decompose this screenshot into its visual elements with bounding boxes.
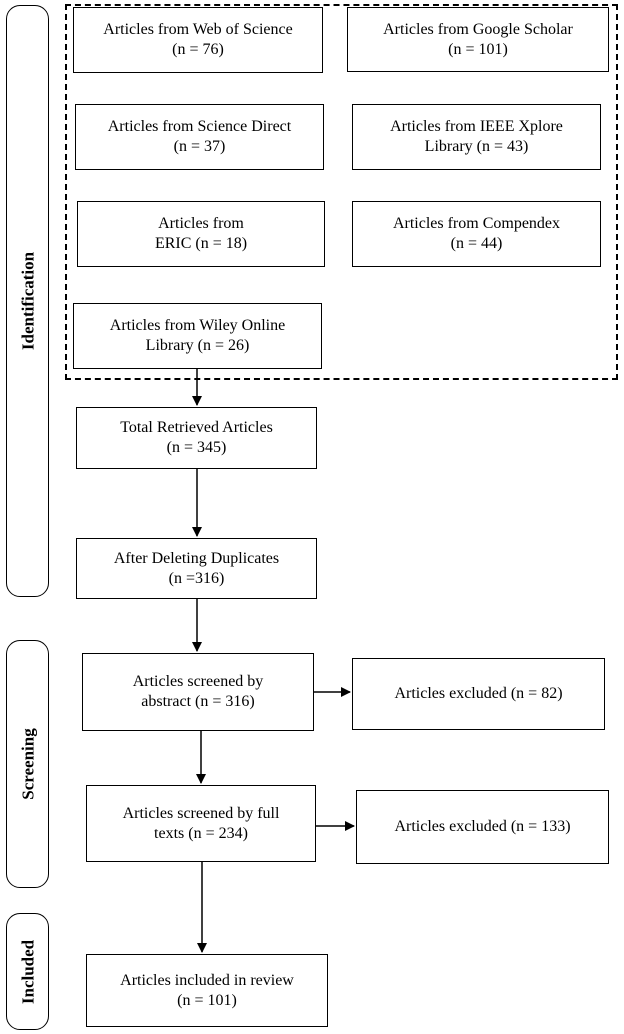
after-duplicates-box: After Deleting Duplicates (n =316) [76, 538, 317, 599]
total-retrieved-line2: (n = 345) [166, 439, 227, 456]
source-eric: Articles from ERIC (n = 18) [77, 201, 325, 267]
source-google-scholar-line2: (n = 101) [448, 40, 508, 58]
source-compendex-line2: (n = 44) [450, 235, 503, 252]
source-compendex: Articles from Compendex (n = 44) [352, 201, 601, 267]
source-web-of-science: Articles from Web of Science (n = 76) [73, 7, 323, 73]
source-wiley-line2: Library (n = 26) [145, 337, 250, 354]
excluded-fulltext-line1: Articles excluded (n = 133) [394, 818, 571, 835]
phase-identification: Identification [6, 5, 49, 597]
excluded-fulltext-box: Articles excluded (n = 133) [356, 790, 609, 864]
phase-included-label: Included [18, 939, 37, 1004]
phase-identification-label: Identification [18, 251, 37, 351]
included-review-line2: (n = 101) [177, 991, 237, 1009]
source-eric-line1: Articles from [158, 215, 244, 232]
source-google-scholar: Articles from Google Scholar (n = 101) [347, 7, 609, 72]
after-duplicates-line2: (n =316) [168, 569, 225, 587]
sources-group [65, 4, 618, 380]
screened-abstract-line1: Articles screened by [132, 673, 264, 690]
source-compendex-line1: Articles from Compendex [392, 215, 561, 232]
source-ieee-xplore-line1: Articles from IEEE Xplore [390, 118, 563, 135]
source-web-of-science-line2: (n = 76) [172, 41, 224, 58]
source-eric-line2: ERIC (n = 18) [154, 235, 248, 252]
source-web-of-science-line1: Articles from Web of Science [103, 21, 293, 38]
source-science-direct-line2: (n = 37) [173, 138, 226, 155]
source-ieee-xplore-line2: Library (n = 43) [424, 138, 529, 155]
screened-abstract-box: Articles screened by abstract (n = 316) [82, 653, 314, 731]
excluded-abstract-box: Articles excluded (n = 82) [352, 658, 605, 730]
phase-screening-label: Screening [18, 728, 37, 800]
source-science-direct-line1: Articles from Science Direct [107, 118, 292, 135]
phase-included: Included [6, 913, 49, 1030]
source-ieee-xplore: Articles from IEEE Xplore Library (n = 4… [352, 104, 601, 170]
included-review-line1: Articles included in review [120, 971, 294, 989]
screened-fulltext-box: Articles screened by full texts (n = 234… [86, 785, 316, 862]
source-wiley-line1: Articles from Wiley Online [109, 317, 286, 334]
total-retrieved-line1: Total Retrieved Articles [120, 419, 273, 436]
source-google-scholar-line1: Articles from Google Scholar [383, 20, 573, 38]
screened-fulltext-line2: texts (n = 234) [154, 824, 248, 842]
phase-screening: Screening [6, 640, 49, 888]
excluded-abstract-line1: Articles excluded (n = 82) [394, 685, 563, 702]
screened-fulltext-line1: Articles screened by full [122, 804, 280, 822]
screened-abstract-line2: abstract (n = 316) [141, 693, 255, 710]
source-science-direct: Articles from Science Direct (n = 37) [75, 104, 324, 170]
after-duplicates-line1: After Deleting Duplicates [113, 549, 280, 567]
total-retrieved-box: Total Retrieved Articles (n = 345) [76, 407, 317, 469]
included-review-box: Articles included in review (n = 101) [86, 954, 328, 1027]
source-wiley: Articles from Wiley Online Library (n = … [73, 303, 322, 369]
